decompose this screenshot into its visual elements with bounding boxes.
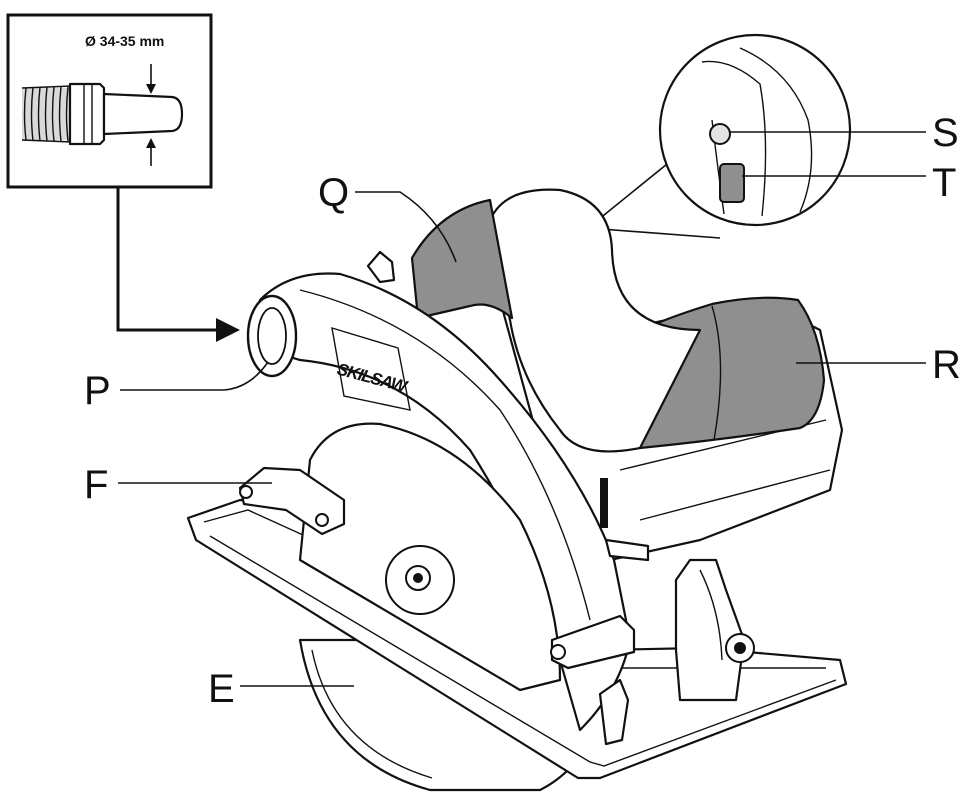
dimension-label: Ø 34-35 mm — [85, 33, 164, 49]
inset-connector-arrow — [116, 188, 240, 342]
callout-label-S: S — [932, 111, 959, 155]
lock-button — [709, 123, 731, 145]
front-wing-nut — [598, 678, 630, 746]
callout-label-Q: Q — [318, 171, 349, 215]
guard-clamp — [550, 614, 636, 670]
spindle-lock — [604, 538, 650, 562]
callout-Q: Q — [318, 171, 457, 263]
dust-extraction-port — [246, 294, 298, 378]
circular-saw: SKILSAW — [186, 188, 848, 792]
callout-F: F — [84, 463, 272, 507]
callout-T: T — [742, 161, 956, 205]
callout-label-E: E — [208, 667, 235, 711]
dimension-arrows — [146, 64, 156, 166]
callout-label-P: P — [84, 369, 111, 413]
housing-slot — [600, 478, 608, 528]
bevel-bracket — [674, 558, 746, 702]
callout-label-R: R — [932, 343, 961, 387]
switch-detail-magnifier — [587, 33, 852, 239]
top-handle — [486, 188, 702, 453]
adapter-collar — [68, 82, 106, 146]
hose-adapter-inset: Ø 34-35 mm — [6, 13, 213, 189]
callout-R: R — [796, 343, 961, 387]
callout-label-T: T — [932, 161, 956, 205]
retract-lever — [366, 250, 396, 284]
callout-label-F: F — [84, 463, 108, 507]
brand-badge — [331, 326, 411, 411]
callout-S: S — [730, 111, 959, 155]
callout-E: E — [208, 667, 354, 711]
front-grip-handle — [410, 198, 514, 320]
callout-P: P — [84, 361, 269, 413]
trigger-switch — [719, 163, 745, 203]
hose-corrugation — [21, 85, 73, 143]
adapter-tube — [102, 92, 184, 136]
